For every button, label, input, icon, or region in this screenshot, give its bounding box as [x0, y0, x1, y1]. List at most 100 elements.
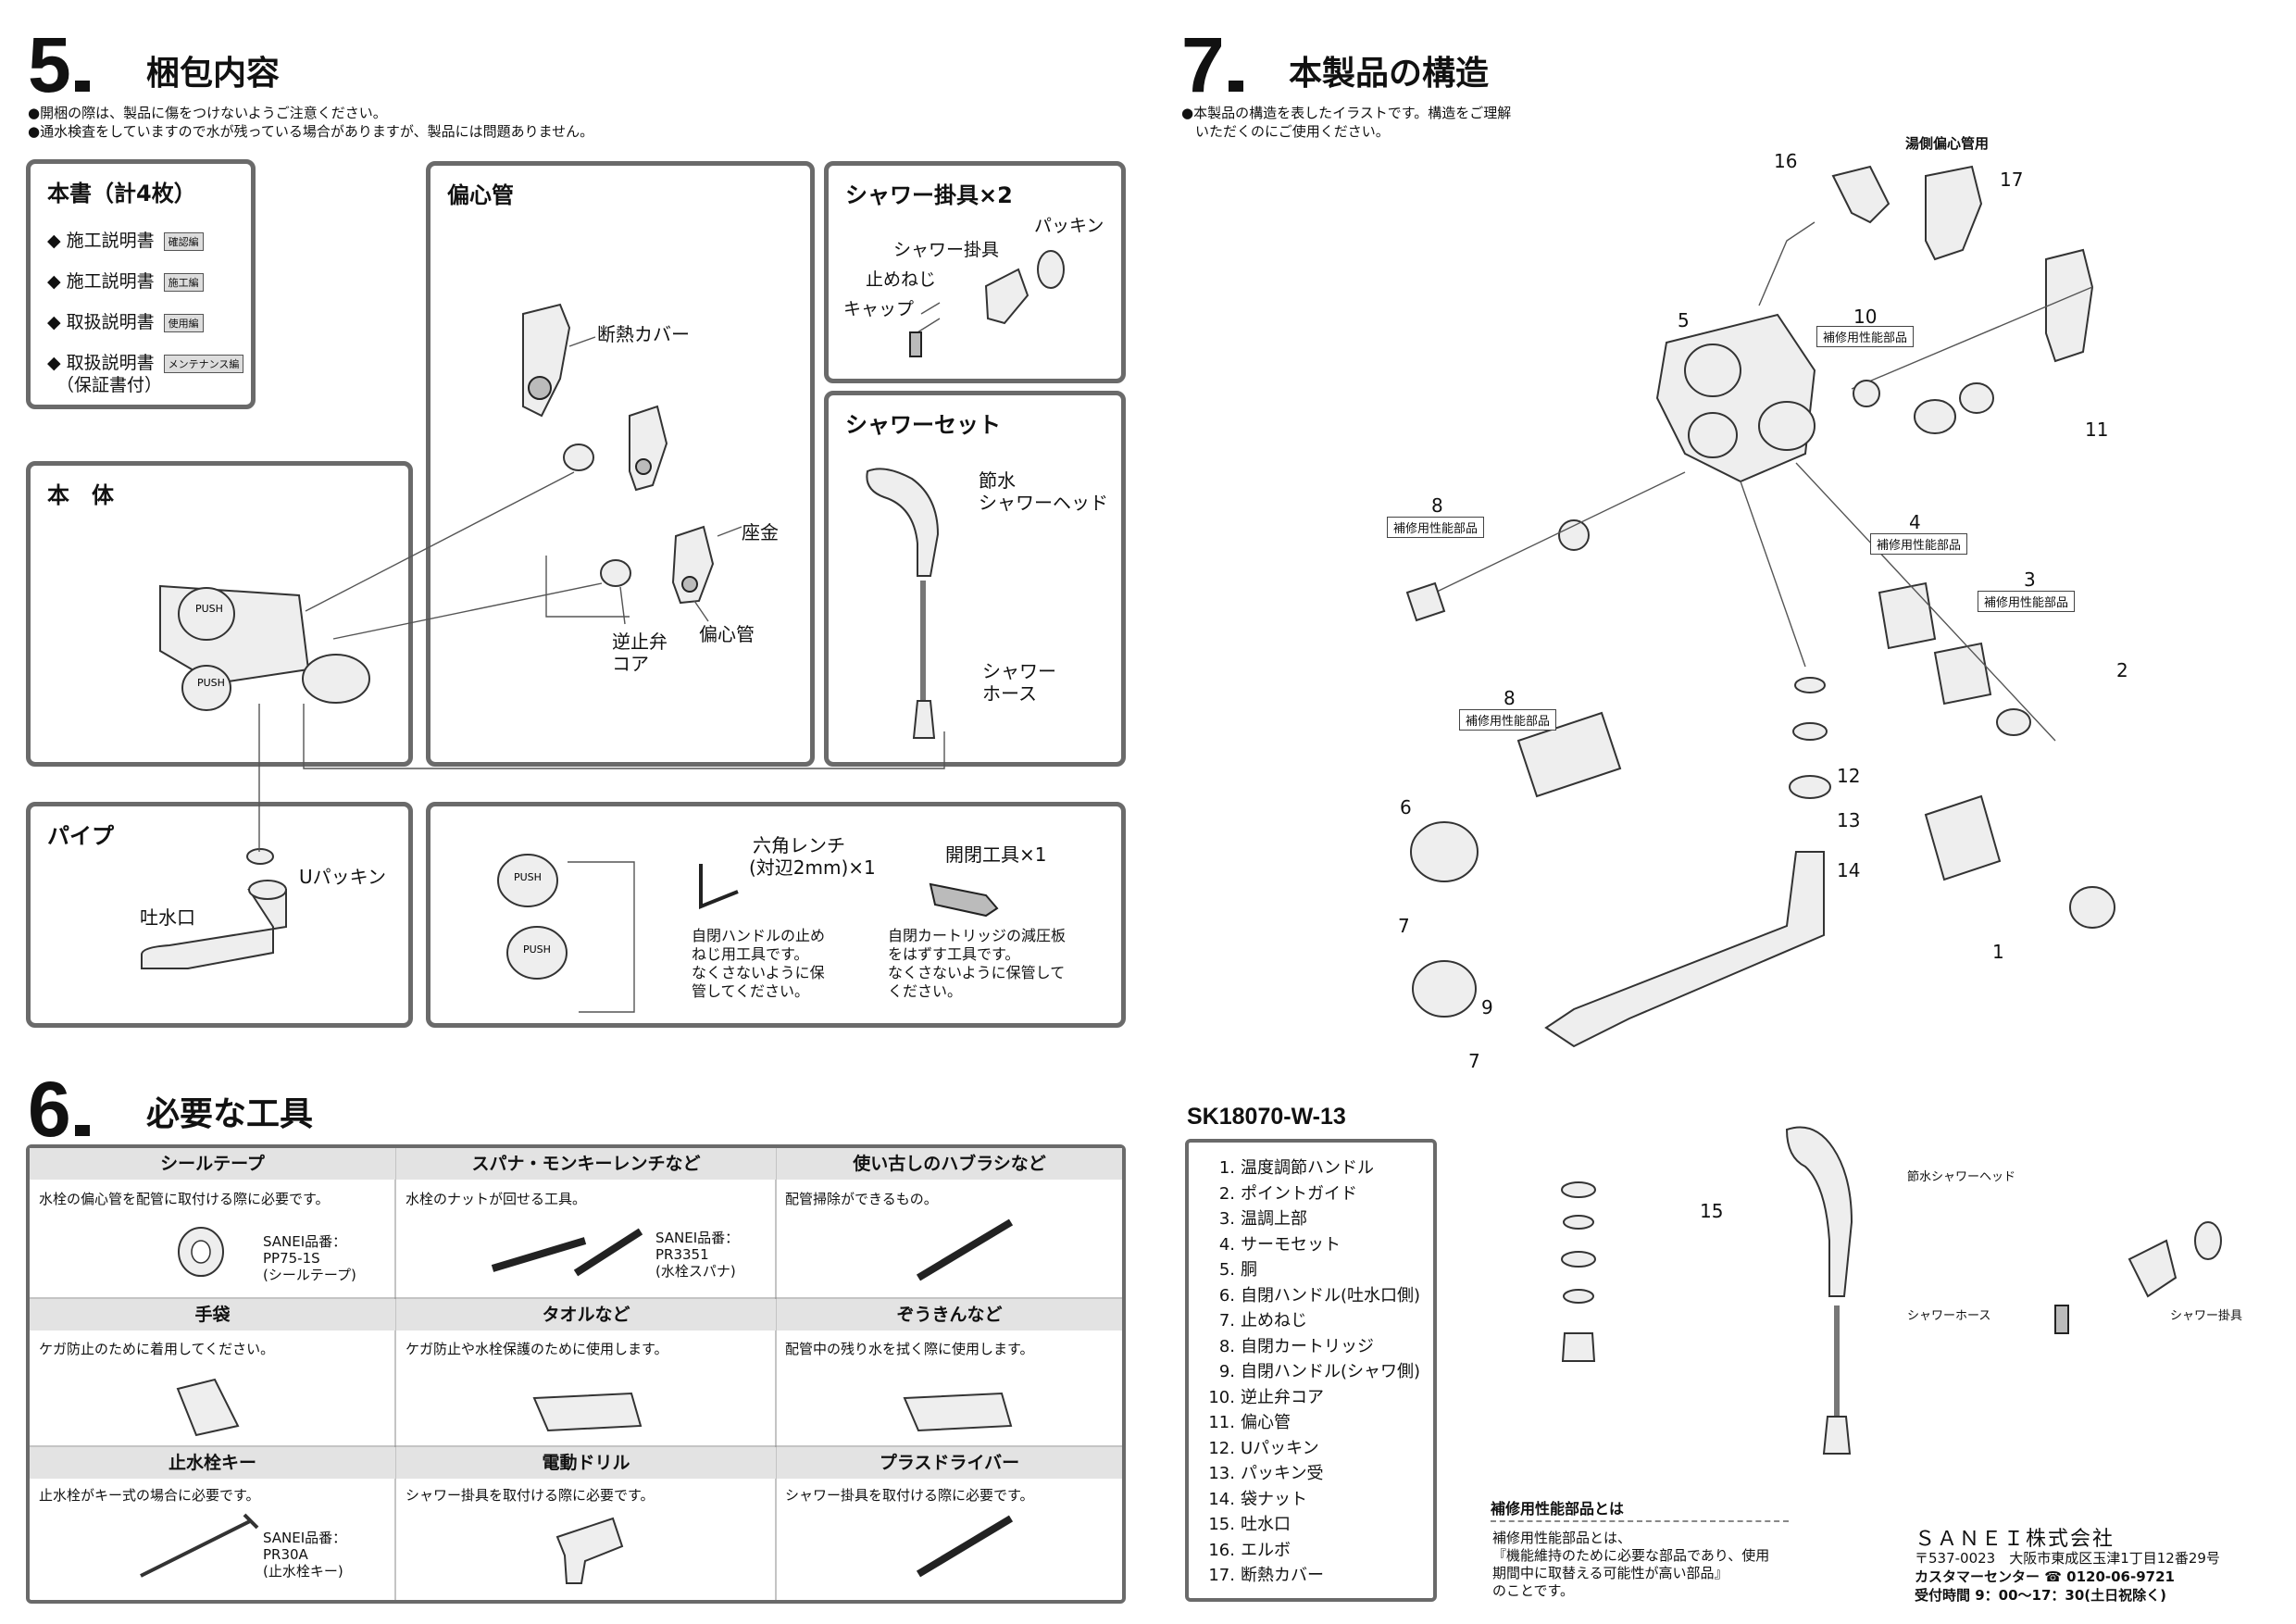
- tool-icons-row2: [176, 1378, 1013, 1437]
- manual-item: ◆ 取扱説明書使用編: [47, 308, 204, 333]
- callout-number: 14: [1837, 859, 1861, 881]
- callout-number: 5: [1678, 309, 1690, 331]
- tool-header: スパナ・モンキーレンチなど: [396, 1148, 776, 1180]
- tool-header: 手袋: [30, 1299, 395, 1330]
- tool-header: ぞうきんなど: [777, 1299, 1122, 1330]
- part-row: 17.断熱カバー: [1208, 1566, 1324, 1585]
- u-packing-label: Uパッキン: [299, 866, 387, 888]
- shower-hook-illustration: [909, 250, 1065, 357]
- table-grid: [30, 1148, 1122, 1600]
- callout-number: 9: [1481, 996, 1493, 1018]
- manual-item: ◆ 施工説明書施工編: [47, 268, 204, 293]
- manual-item: ◆ 施工説明書確認編: [47, 227, 204, 252]
- tool-header: 電動ドリル: [396, 1447, 776, 1479]
- warranty-note: （保証書付）: [56, 375, 163, 395]
- shower-hook-box-title: シャワー掛具×2: [845, 182, 1013, 208]
- core-label: コア: [612, 653, 649, 675]
- exploded-diagram: [1405, 165, 2222, 1455]
- section-number: 7: [1181, 21, 1225, 108]
- screwdriver-icon: [916, 1515, 1014, 1578]
- tool-desc: 水栓のナットが回せる工具。: [406, 1191, 587, 1207]
- section-title: 必要な工具: [146, 1095, 314, 1133]
- section5-leader-lines: [258, 471, 945, 852]
- opener-desc-3: なくさないように保管して: [888, 964, 1066, 981]
- eccentric-box: 偏心管 断熱カバー 座金 逆止弁 コア 偏心管: [426, 161, 815, 767]
- tool-header: シールテープ: [30, 1148, 395, 1180]
- cap-label: キャップ: [843, 299, 915, 319]
- section5-note-1: ●開梱の際は、製品に傷をつけないようご注意ください。: [28, 105, 387, 121]
- spout-label: 吐水口: [140, 906, 195, 929]
- toothbrush-icon: [916, 1218, 1014, 1281]
- opener-desc-4: ください。: [888, 982, 963, 1000]
- tool-desc: 水栓の偏心管を配管に取付ける際に必要です。: [39, 1191, 330, 1207]
- hex-wrench-label: 六角レンチ: [753, 834, 845, 856]
- hoju-def-title: 補修用性能部品とは: [1491, 1500, 1625, 1518]
- set-screw-label: 止めねじ: [866, 269, 937, 290]
- tool-code: SANEI品番：PP75-1S(シールテープ): [263, 1233, 356, 1283]
- section-number: 5: [28, 21, 71, 108]
- tool-icons-row3: [140, 1513, 1014, 1584]
- company-name: ＳＡＮＥＩ株式会社: [1915, 1528, 2115, 1551]
- callout-number: 8: [1504, 687, 1516, 709]
- main-body-box-title: 本 体: [47, 482, 114, 508]
- part-row: 10.逆止弁コア: [1208, 1387, 1324, 1407]
- shower-hook-label: シャワー掛具: [893, 240, 1000, 260]
- section7-note-2: いただくのにご使用ください。: [1181, 123, 1390, 140]
- shower-hook-label: シャワー掛具: [2170, 1309, 2243, 1323]
- handles-illustration: PUSH PUSH: [497, 854, 999, 1013]
- part-row: 11.偏心管: [1208, 1413, 1291, 1432]
- included-tools-box: PUSH PUSH 六角レンチ (対辺2mm)×1 自閉ハンドルの止め ねじ用工…: [426, 802, 1126, 1028]
- push-text: PUSH: [523, 943, 551, 956]
- part-row: 5.胴: [1218, 1260, 1257, 1280]
- hex-wrench-size-label: (対辺2mm)×1: [749, 856, 876, 879]
- part-row: 1.温度調節ハンドル: [1218, 1158, 1374, 1178]
- shower-head-label: 節水シャワーヘッド: [1907, 1170, 2016, 1184]
- part-row: 15.吐水口: [1208, 1515, 1291, 1534]
- pipe-illustration: [141, 848, 287, 969]
- tool-desc: ケガ防止のために着用してください。: [39, 1341, 275, 1357]
- model-number: SK18070-W-13: [1187, 1104, 1346, 1130]
- section5-note-2: ●通水検査をしていますので水が残っている場合がありますが、製品には問題ありません…: [28, 123, 594, 140]
- callout-number: 16: [1774, 150, 1798, 172]
- section-title: 本製品の構造: [1289, 55, 1490, 93]
- wrench-desc-4: 管してください。: [692, 982, 810, 1000]
- tool-desc: シャワー掛具を取付ける際に必要です。: [785, 1487, 1034, 1504]
- part-row: 13.パッキン受: [1208, 1464, 1324, 1483]
- shower-set-box-title: シャワーセット: [845, 412, 1001, 438]
- shower-set-illustration: [866, 468, 940, 739]
- main-body-box: 本 体 PUSH PUSH: [26, 461, 413, 767]
- tool-desc: 配管掃除ができるもの。: [785, 1191, 938, 1207]
- gloves-icon: [176, 1378, 240, 1437]
- opener-label: 開閉工具×1: [945, 843, 1047, 866]
- callout-number: 7: [1398, 915, 1410, 937]
- eccentric-pipe-label: 偏心管: [699, 623, 755, 645]
- company-address: 〒537-0023 大阪市東成区玉津1丁目12番29号: [1915, 1550, 2220, 1567]
- packing-label: パッキン: [1034, 216, 1104, 236]
- wrench-desc-1: 自閉ハンドルの止め: [692, 927, 826, 944]
- callout-number: 17: [2000, 169, 2024, 191]
- shower-set-box: シャワーセット 節水 シャワーヘッド シャワー ホース: [824, 391, 1126, 767]
- section-dot: [74, 1125, 90, 1136]
- callout-number: 13: [1837, 809, 1861, 831]
- part-row: 14.袋ナット: [1208, 1489, 1307, 1509]
- tool-header: 使い古しのハブラシなど: [777, 1148, 1122, 1180]
- check-valve-label: 逆止弁: [612, 631, 668, 653]
- hose-label: ホース: [982, 682, 1037, 705]
- hoju-badge: 補修用性能部品: [1459, 709, 1557, 731]
- part-row: 6.自閉ハンドル(吐水口側): [1218, 1285, 1421, 1305]
- callout-number: 1: [1992, 941, 2004, 963]
- tool-code: SANEI品番：PR30A(止水栓キー): [263, 1530, 347, 1580]
- wrench-desc-2: ねじ用工具です。: [692, 945, 809, 963]
- manual-item: ◆ 取扱説明書メンテナンス編: [47, 349, 244, 374]
- callout-number: 3: [2024, 568, 2036, 591]
- manuals-box: 本書（計4枚） ◆ 施工説明書確認編 ◆ 施工説明書施工編 ◆ 取扱説明書使用編…: [26, 159, 256, 409]
- spanner-icon: [491, 1228, 643, 1277]
- hoju-def-divider: [1491, 1520, 1789, 1522]
- eccentric-illustration: [522, 303, 742, 625]
- stop-valve-key-icon: [140, 1513, 259, 1578]
- tool-header: プラスドライバー: [777, 1447, 1122, 1479]
- part-row: 8.自閉カートリッジ: [1218, 1336, 1374, 1356]
- tool-icons-row1: [178, 1218, 1014, 1281]
- pipe-box: パイプ Uパッキン 吐水口: [26, 802, 413, 1028]
- callout-number: 7: [1468, 1050, 1480, 1072]
